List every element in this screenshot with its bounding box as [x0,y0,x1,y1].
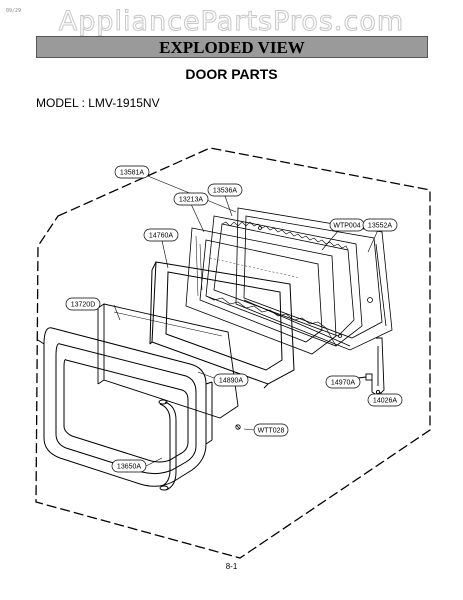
door-glass [97,303,239,419]
callout-13552a: 13552A [362,218,398,232]
svg-text:13213A: 13213A [179,197,203,204]
door-handle [158,399,177,491]
callout-13536a: 13536A [207,183,243,197]
callout-13720d: 13720D [65,297,101,311]
callout-13650a: 13650A [111,459,147,473]
screw-wtt028 [235,424,241,430]
callout-13213a: 13213A [173,192,209,206]
svg-text:13536A: 13536A [213,188,237,195]
corner-mark: 09/29 [6,8,22,14]
callout-13581a: 13581A [114,165,150,179]
svg-text:14890A: 14890A [219,378,243,385]
callout-14890a: 14890A [213,373,249,387]
callout-wtt028: WTT028 [253,423,289,437]
watermark: AppliancePartsPros.com [58,6,405,38]
banner-title: EXPLODED VIEW [159,38,305,57]
svg-text:14970A: 14970A [331,380,355,387]
callout-wtp004: WTP004 [329,218,365,232]
callout-14026a: 14026A [367,393,403,407]
callout-14760a: 14760A [143,228,179,242]
leader-lines [113,171,385,467]
svg-text:13552A: 13552A [368,223,392,230]
svg-text:WTP004: WTP004 [333,223,360,230]
section-banner: EXPLODED VIEW [36,36,428,58]
svg-text:14760A: 14760A [149,233,173,240]
part-callouts: 13581A 13213A 13536A WTP004 13552A 14760… [65,165,403,473]
svg-text:13720D: 13720D [71,302,96,309]
svg-text:13650A: 13650A [117,464,141,471]
svg-text:14026A: 14026A [373,398,397,405]
callout-14970a: 14970A [325,375,361,389]
page-number: 8-1 [225,562,238,571]
door-front-panel [37,327,213,487]
model-label: MODEL : LMV-1915NV [36,96,160,110]
svg-text:WTT028: WTT028 [258,428,285,435]
hinge-bracket [357,337,385,397]
choke-panel [205,215,363,347]
assembly-boundary [35,147,431,559]
page-subtitle: DOOR PARTS [185,66,278,82]
door-screen [185,227,337,355]
svg-text:13581A: 13581A [120,170,144,177]
